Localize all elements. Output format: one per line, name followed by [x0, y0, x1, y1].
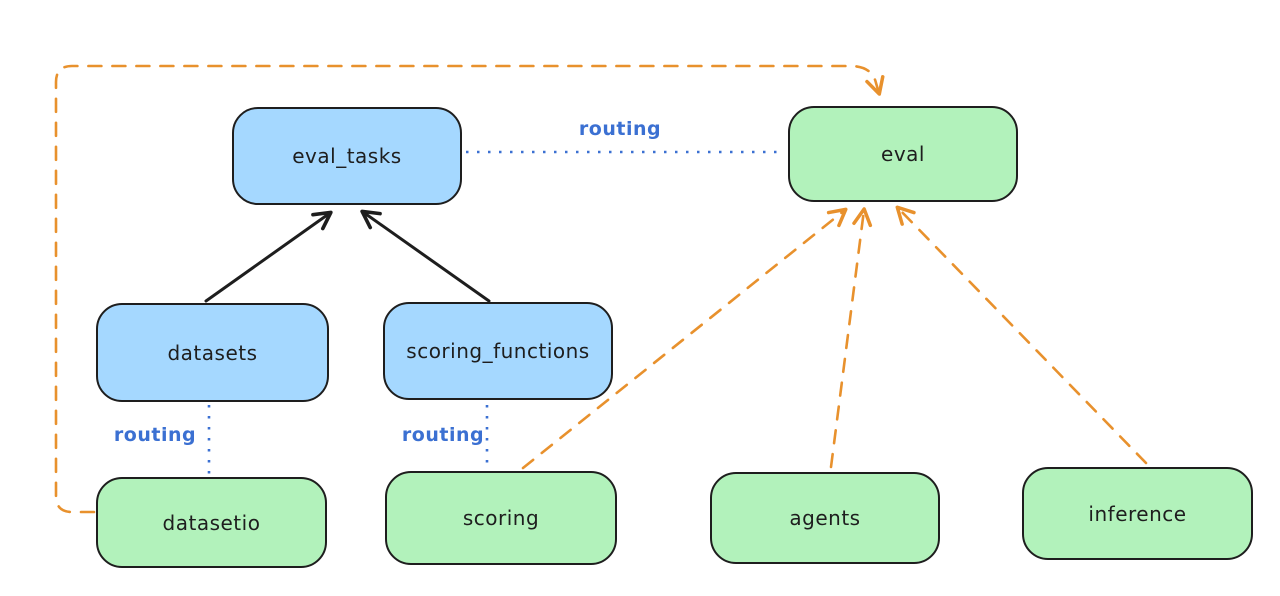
- node-scoring-label: scoring: [462, 506, 540, 530]
- edge-label-routing-scoring-functions-scoring: routing: [401, 424, 485, 446]
- node-eval-tasks-label: eval_tasks: [292, 144, 402, 168]
- node-agents: agents: [710, 472, 940, 564]
- node-agents-label: agents: [789, 506, 861, 530]
- node-inference: inference: [1022, 467, 1253, 560]
- node-eval: eval: [788, 106, 1018, 202]
- edge-datasets-to-eval-tasks: [204, 210, 333, 303]
- node-datasetio-label: datasetio: [162, 510, 261, 535]
- node-scoring-functions-label: scoring_functions: [406, 339, 590, 363]
- edge-agents-to-eval: [829, 207, 873, 469]
- edge-scoring-functions-to-eval-tasks: [360, 209, 491, 303]
- node-eval-tasks: eval_tasks: [232, 107, 462, 205]
- node-scoring: scoring: [385, 471, 617, 565]
- edge-label-routing-eval-tasks-eval: routing: [578, 118, 662, 140]
- node-datasets: datasets: [96, 303, 329, 402]
- node-inference-label: inference: [1088, 501, 1187, 526]
- edge-inference-to-eval: [895, 205, 1148, 465]
- node-scoring-functions: scoring_functions: [383, 302, 613, 400]
- node-eval-label: eval: [881, 142, 925, 166]
- node-datasets-label: datasets: [167, 340, 258, 365]
- edge-label-routing-datasets-datasetio: routing: [113, 424, 197, 446]
- node-datasetio: datasetio: [96, 477, 327, 568]
